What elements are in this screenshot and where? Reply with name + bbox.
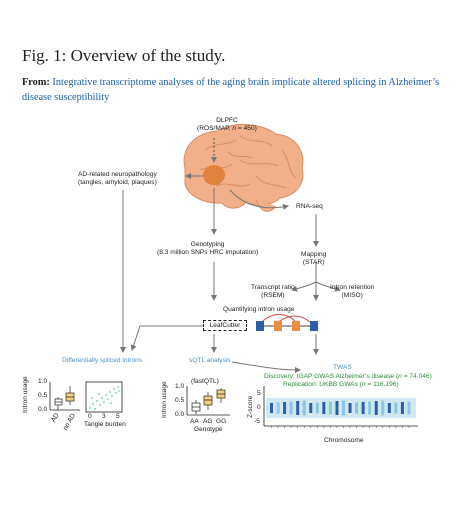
leafcutter-box: LeafCutter (203, 320, 247, 331)
sqtl-xtick-aa: AA (190, 418, 199, 425)
chromosome-column (328, 401, 332, 415)
chromosome-column (381, 400, 385, 416)
figure-title: Fig. 1: Overview of the study. (22, 46, 226, 65)
sqtl-label: sQTL analysis (189, 357, 231, 364)
box-ytick-2: 0.5 (38, 392, 48, 399)
source-line: From: Integrative transcriptome analyses… (22, 75, 462, 105)
manhattan-ylabel: Z-score (247, 395, 254, 418)
chromosome-column (289, 401, 293, 415)
sqtl-tool: (fastQTL) (191, 378, 219, 385)
sqtl-ytick-2: 0.5 (175, 397, 185, 404)
sqtl-xtick-gg: GG (216, 418, 227, 425)
box-ytick-1: 1.0 (38, 378, 48, 385)
chromosome-column (348, 403, 352, 413)
manhattan-ytick-3: -5 (254, 418, 260, 425)
chromosome-column (283, 402, 287, 414)
scatter-xtick-1: 0 (88, 413, 92, 420)
manhattan-columns (270, 400, 411, 416)
manhattan-panel (263, 386, 418, 428)
dlpfc-region (203, 165, 225, 185)
chromosome-column (335, 401, 339, 415)
scatter-panel-tangle (85, 381, 123, 413)
chromosome-column (394, 402, 398, 414)
neuropathology-label: AD-related neuropathology (tangles, amyl… (78, 171, 157, 186)
chromosome-column (355, 402, 359, 414)
genotyping-label: Genotyping (8.3 million SNPs HRC imputat… (157, 241, 259, 256)
boxplot-panel-sqtl (186, 386, 230, 416)
sqtl-ytick-1: 1.0 (175, 383, 185, 390)
chromosome-column (309, 403, 313, 413)
twas-discovery: Discovery: IGAP GWAS Alzheimer’s disease… (264, 373, 432, 380)
sqtl-ytick-3: 0.0 (175, 411, 185, 418)
diff-spliced-label: Differentially spliced introns (62, 357, 143, 364)
chromosome-column (276, 402, 280, 414)
chromosome-column (400, 402, 404, 414)
twas-title: TWAS (333, 364, 352, 371)
manhattan-ytick-2: 0 (257, 404, 261, 411)
box-ylabel: Intron usage (22, 376, 29, 413)
rnaseq-label: RNA-seq (296, 203, 323, 210)
chromosome-column (387, 403, 391, 413)
sqtl-xlabel: Genotype (194, 426, 223, 433)
chromosome-column (270, 403, 273, 413)
brain-illustration (183, 123, 304, 212)
manhattan-xlabel: Chromosome (324, 437, 364, 444)
manhattan-ytick-1: 5 (257, 390, 261, 397)
boxplot-panel-ad (49, 382, 80, 411)
chromosome-column (342, 400, 345, 416)
chromosome-column (296, 401, 300, 415)
article-link[interactable]: Integrative transcriptome analyses of th… (22, 77, 440, 103)
twas-replication: Replication: UKBB GWAx (n = 116,196) (283, 381, 399, 388)
chromosome-ticks (271, 426, 410, 428)
chromosome-column (361, 402, 365, 414)
chromosome-column (407, 401, 411, 415)
from-label: From: (22, 77, 50, 88)
intron-retention-label: Intron retention (MISO) (330, 284, 375, 299)
chromosome-column (368, 401, 372, 415)
scatter-xtick-3: 5 (116, 413, 120, 420)
chromosome-column (302, 400, 306, 416)
sqtl-xtick-ag: AG (203, 418, 213, 425)
dlpfc-label: DLPFC (ROS/MAP, n = 450) (197, 117, 257, 132)
chromosome-column (322, 402, 326, 414)
sqtl-ylabel: Intron usage (161, 381, 168, 418)
scatter-xtick-2: 3 (102, 413, 106, 420)
mapping-label: Mapping (STAR) (301, 251, 327, 266)
quantifying-label: Quantifying intron usage (223, 306, 295, 313)
chromosome-column (315, 402, 319, 414)
scatter-xlabel: Tangle burden (84, 421, 126, 428)
splicing-glyph (256, 314, 318, 331)
chromosome-column (374, 401, 378, 415)
transcript-ratio-label: Transcript ratio (RSEM) (251, 284, 295, 299)
box-ytick-3: 0.0 (38, 406, 48, 413)
